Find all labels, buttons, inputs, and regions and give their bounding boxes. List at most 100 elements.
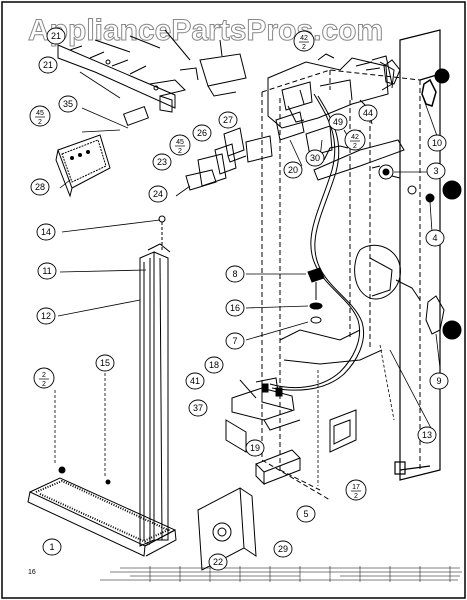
callout-sub-label: 2 xyxy=(178,148,182,155)
callout-c10: 10 xyxy=(427,134,447,152)
callout-label: 29 xyxy=(278,544,288,554)
callout-label: 4 xyxy=(432,233,437,243)
callout-label: 13 xyxy=(422,430,432,440)
callout-c16: 16 xyxy=(225,299,245,317)
toe-grille xyxy=(27,466,177,557)
callout-c13: 13 xyxy=(417,426,437,444)
callout-c7: 7 xyxy=(225,332,245,350)
callout-c14: 14 xyxy=(36,223,56,241)
callout-c5: 5 xyxy=(296,505,316,523)
callout-label: 18 xyxy=(209,360,219,370)
callout-sub-label: 2 xyxy=(38,119,42,126)
callout-label: 41 xyxy=(190,376,200,386)
callout-c35: 35 xyxy=(58,95,78,113)
callout-circle xyxy=(358,104,378,122)
callout-label: 20 xyxy=(288,165,298,175)
callout-c18: 18 xyxy=(204,356,224,374)
callout-label: 42 xyxy=(300,35,308,42)
callout-circle xyxy=(29,105,51,127)
callout-circle xyxy=(37,262,57,280)
callout-c23: 23 xyxy=(152,153,172,171)
control-bracket-assembly xyxy=(57,29,247,127)
callout-c8: 8 xyxy=(225,265,245,283)
callout-circle xyxy=(305,149,325,167)
callout-c45b: 452 xyxy=(169,134,191,156)
callout-circle xyxy=(46,27,66,45)
callout-label: 19 xyxy=(250,443,260,453)
callout-circle xyxy=(185,372,205,390)
callout-circle xyxy=(188,399,208,417)
callout-c37: 37 xyxy=(188,399,208,417)
callout-label: 2 xyxy=(42,372,46,379)
callout-c26: 26 xyxy=(192,124,212,142)
callout-circle xyxy=(429,372,449,390)
callout-label: 9 xyxy=(436,376,441,386)
callout-leaders xyxy=(57,71,441,431)
callout-sub-label: 2 xyxy=(42,381,46,388)
callout-label: 22 xyxy=(213,557,223,567)
callout-circle xyxy=(245,439,265,457)
callout-label: 12 xyxy=(41,311,51,321)
callout-label: 10 xyxy=(432,138,442,148)
callout-label: 24 xyxy=(153,189,163,199)
callout-circle xyxy=(36,307,56,325)
callout-c49: 49 xyxy=(328,113,348,131)
callout-c21a: 21 xyxy=(46,27,66,45)
hinge-bushing-stack xyxy=(279,267,383,365)
insulation-block xyxy=(255,449,301,486)
watermark: AppliancePartsPros.com xyxy=(28,14,383,47)
thermostat-lamp-parts xyxy=(371,59,462,340)
callout-c30: 30 xyxy=(305,149,325,167)
callout-sub-label: 2 xyxy=(354,493,358,500)
callout-label: 45 xyxy=(36,110,44,117)
callout-circle xyxy=(225,265,245,283)
callout-label: 14 xyxy=(41,227,51,237)
callout-label: 1 xyxy=(49,542,54,552)
callout-label: 16 xyxy=(230,303,240,313)
callout-circle xyxy=(38,56,58,74)
callout-circle xyxy=(58,95,78,113)
callout-circle xyxy=(273,540,293,558)
cabinet-liner-outline xyxy=(261,69,421,501)
callout-circle xyxy=(425,229,445,247)
callout-circle xyxy=(42,538,62,556)
support-bracket xyxy=(225,409,357,453)
callout-c21b: 21 xyxy=(38,56,58,74)
callout-circle xyxy=(192,124,212,142)
callout-c20: 20 xyxy=(283,161,303,179)
callout-c17: 172 xyxy=(345,479,367,501)
callout-label: 49 xyxy=(333,117,343,127)
trim-strip-pair xyxy=(139,215,171,547)
callout-label: 15 xyxy=(100,358,110,368)
cover-plate xyxy=(197,487,257,571)
air-duct-housing xyxy=(267,53,405,181)
callout-circle xyxy=(296,505,316,523)
callout-c9: 9 xyxy=(429,372,449,390)
dispenser-cover-panel xyxy=(55,134,111,198)
callout-sub-label: 2 xyxy=(353,143,357,150)
callout-circle xyxy=(169,134,191,156)
callouts-layer: 2121452352827264522324203042242249441034… xyxy=(29,27,449,571)
callout-label: 35 xyxy=(63,99,73,109)
hinge-bracket-assembly xyxy=(231,377,301,431)
callout-circle xyxy=(225,332,245,350)
cabinet-frame xyxy=(394,29,441,481)
callout-circle xyxy=(417,426,437,444)
callout-circle xyxy=(33,367,55,389)
callout-label: 3 xyxy=(433,166,438,176)
callout-c19: 19 xyxy=(245,439,265,457)
callout-label: 30 xyxy=(310,153,320,163)
callout-circle xyxy=(36,223,56,241)
callout-c42b: 422 xyxy=(344,129,366,151)
callout-c15: 15 xyxy=(95,354,115,372)
callout-circle xyxy=(427,134,447,152)
callout-c4: 4 xyxy=(425,229,445,247)
callout-label: 26 xyxy=(197,128,207,138)
callout-circle xyxy=(204,356,224,374)
callout-c3: 3 xyxy=(426,162,446,180)
callout-label: 23 xyxy=(157,157,167,167)
callout-label: 44 xyxy=(363,108,373,118)
callout-c29: 29 xyxy=(273,540,293,558)
callout-label: 28 xyxy=(35,182,45,192)
